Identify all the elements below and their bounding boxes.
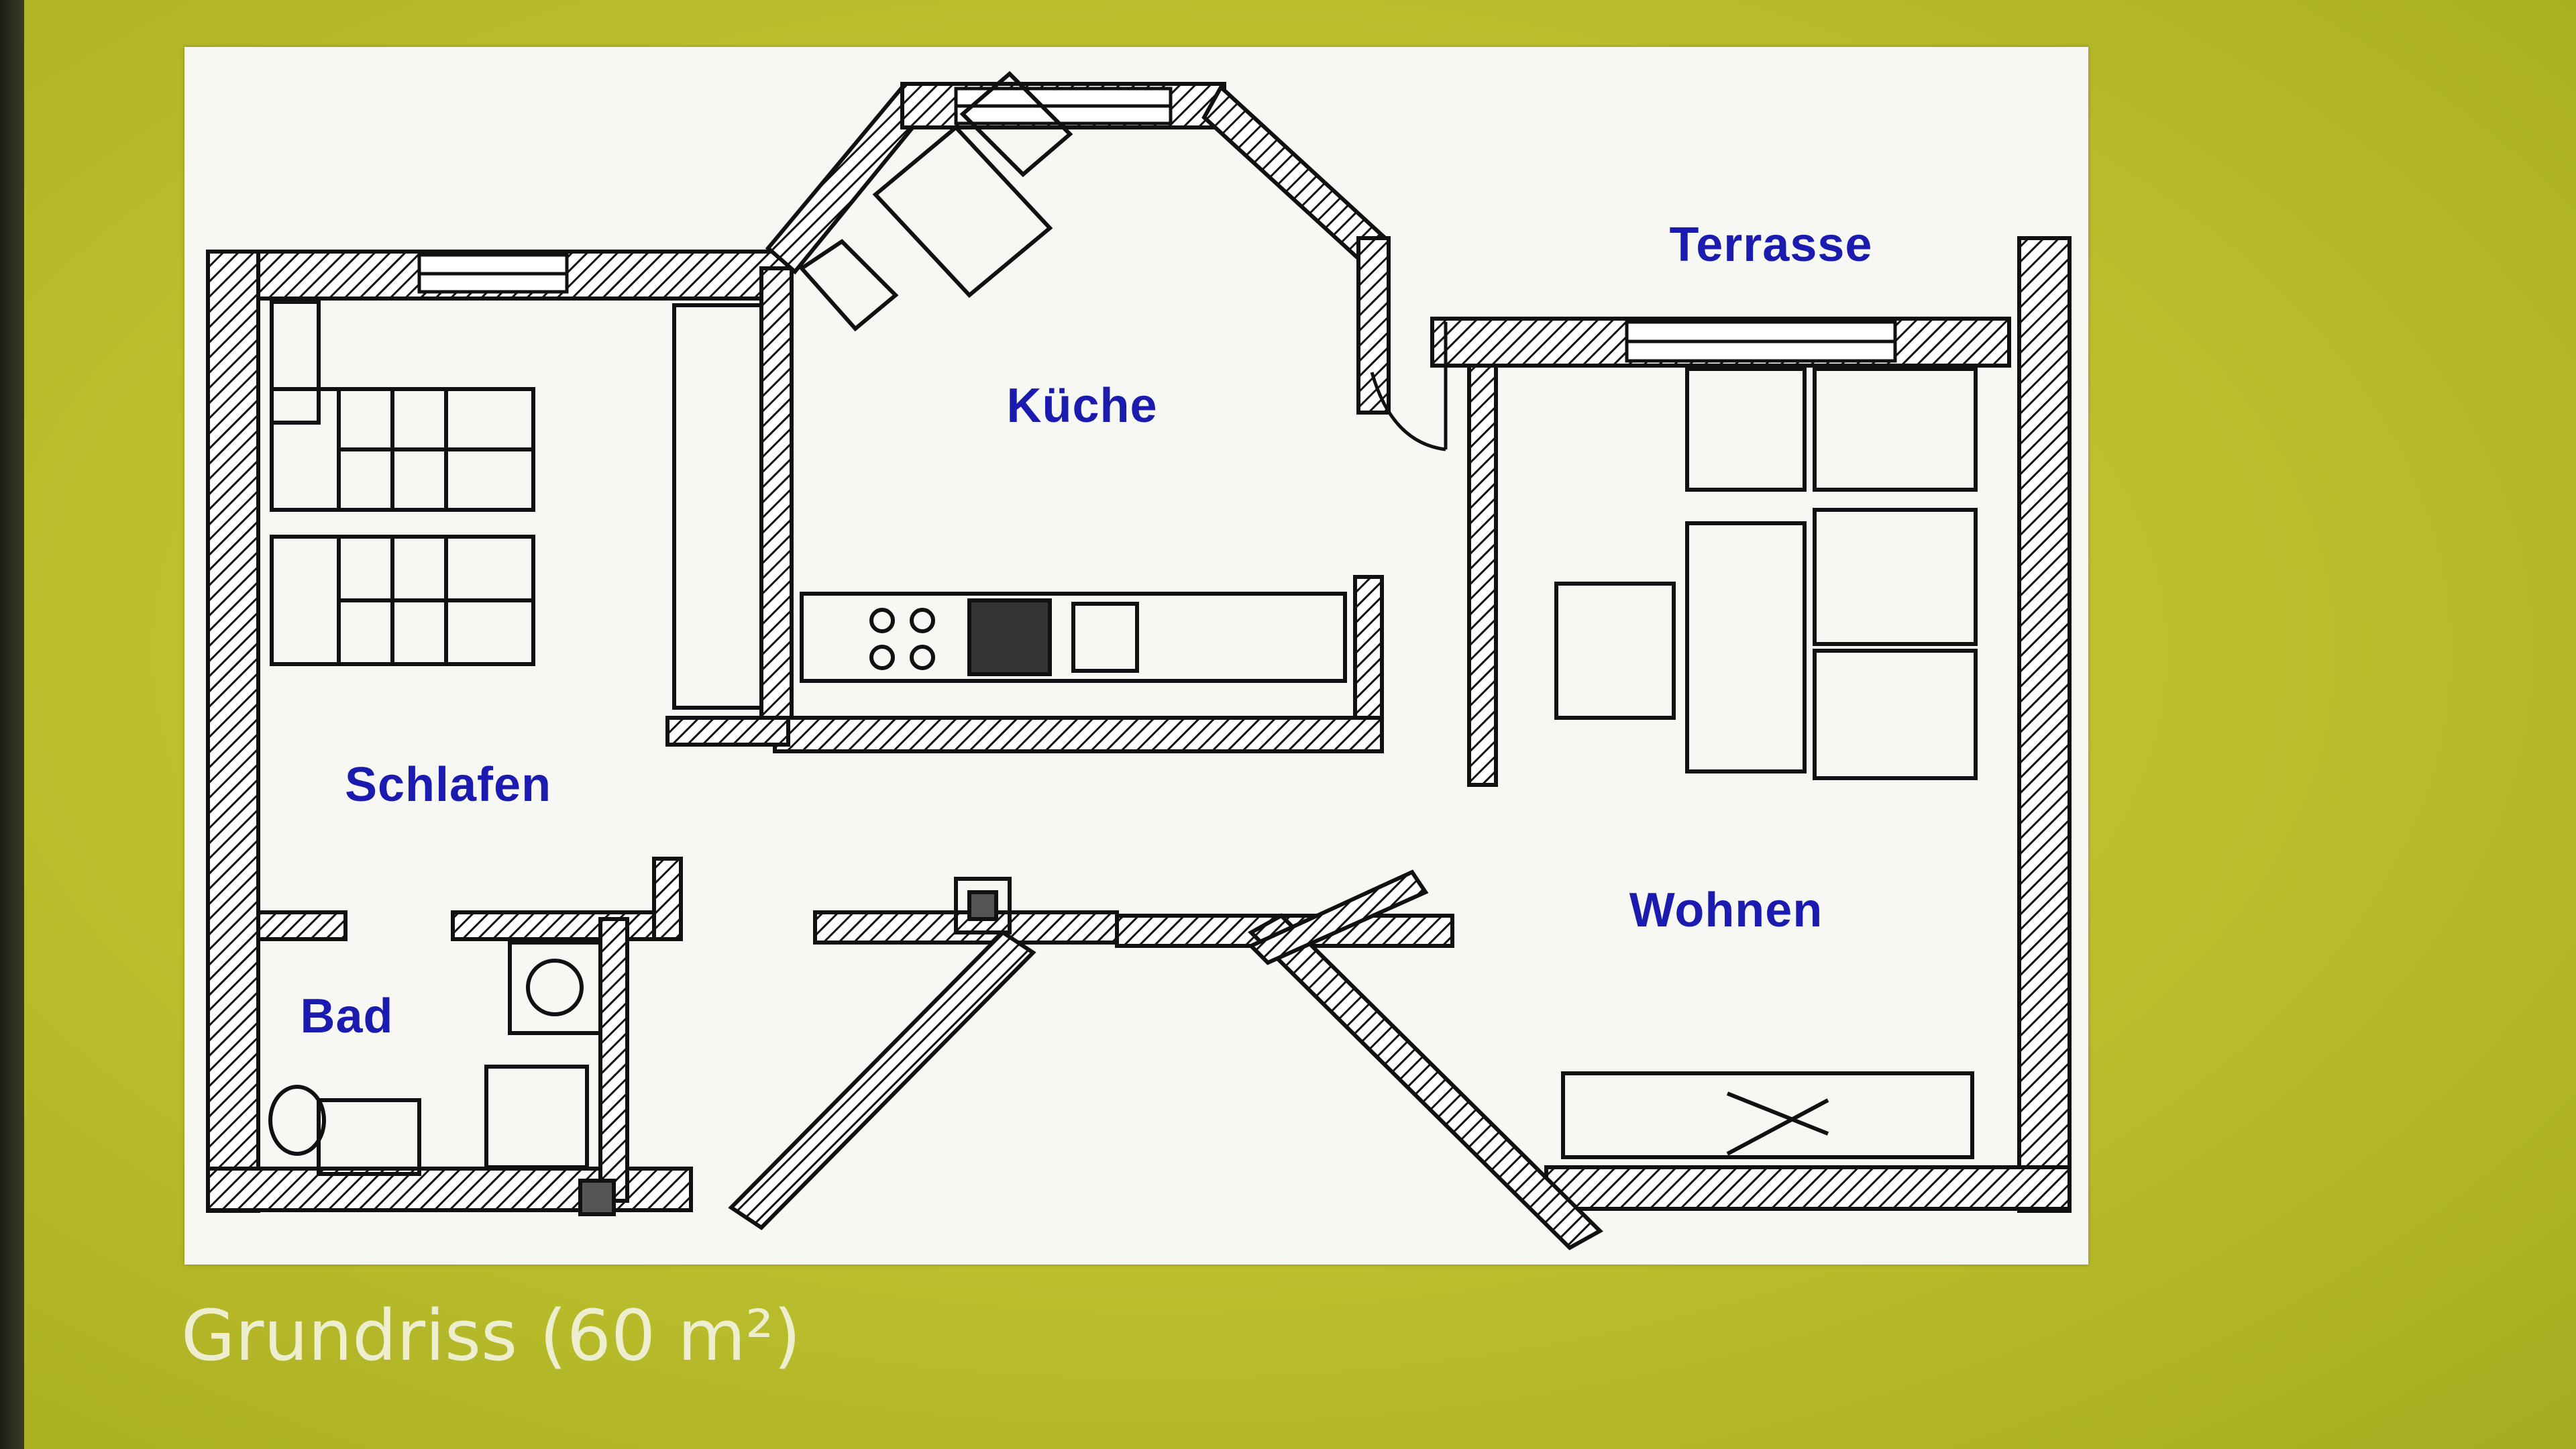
- floor-plan-image: Küche Terrasse Schlafen Wohnen Bad: [184, 47, 2088, 1265]
- room-label-wohnen: Wohnen: [1629, 883, 1823, 937]
- screen-bezel: [0, 0, 24, 1449]
- image-caption: Grundriss (60 m²): [181, 1295, 801, 1377]
- room-label-terrasse: Terrasse: [1669, 218, 1873, 272]
- door-swing: [1370, 372, 1446, 451]
- furniture: [268, 70, 1978, 1216]
- room-label-schlafen: Schlafen: [344, 758, 552, 812]
- room-label-bad: Bad: [300, 989, 394, 1043]
- floor-plan-drawing: [206, 70, 2072, 1250]
- windows: [417, 87, 1897, 363]
- room-label-kueche: Küche: [1006, 379, 1158, 433]
